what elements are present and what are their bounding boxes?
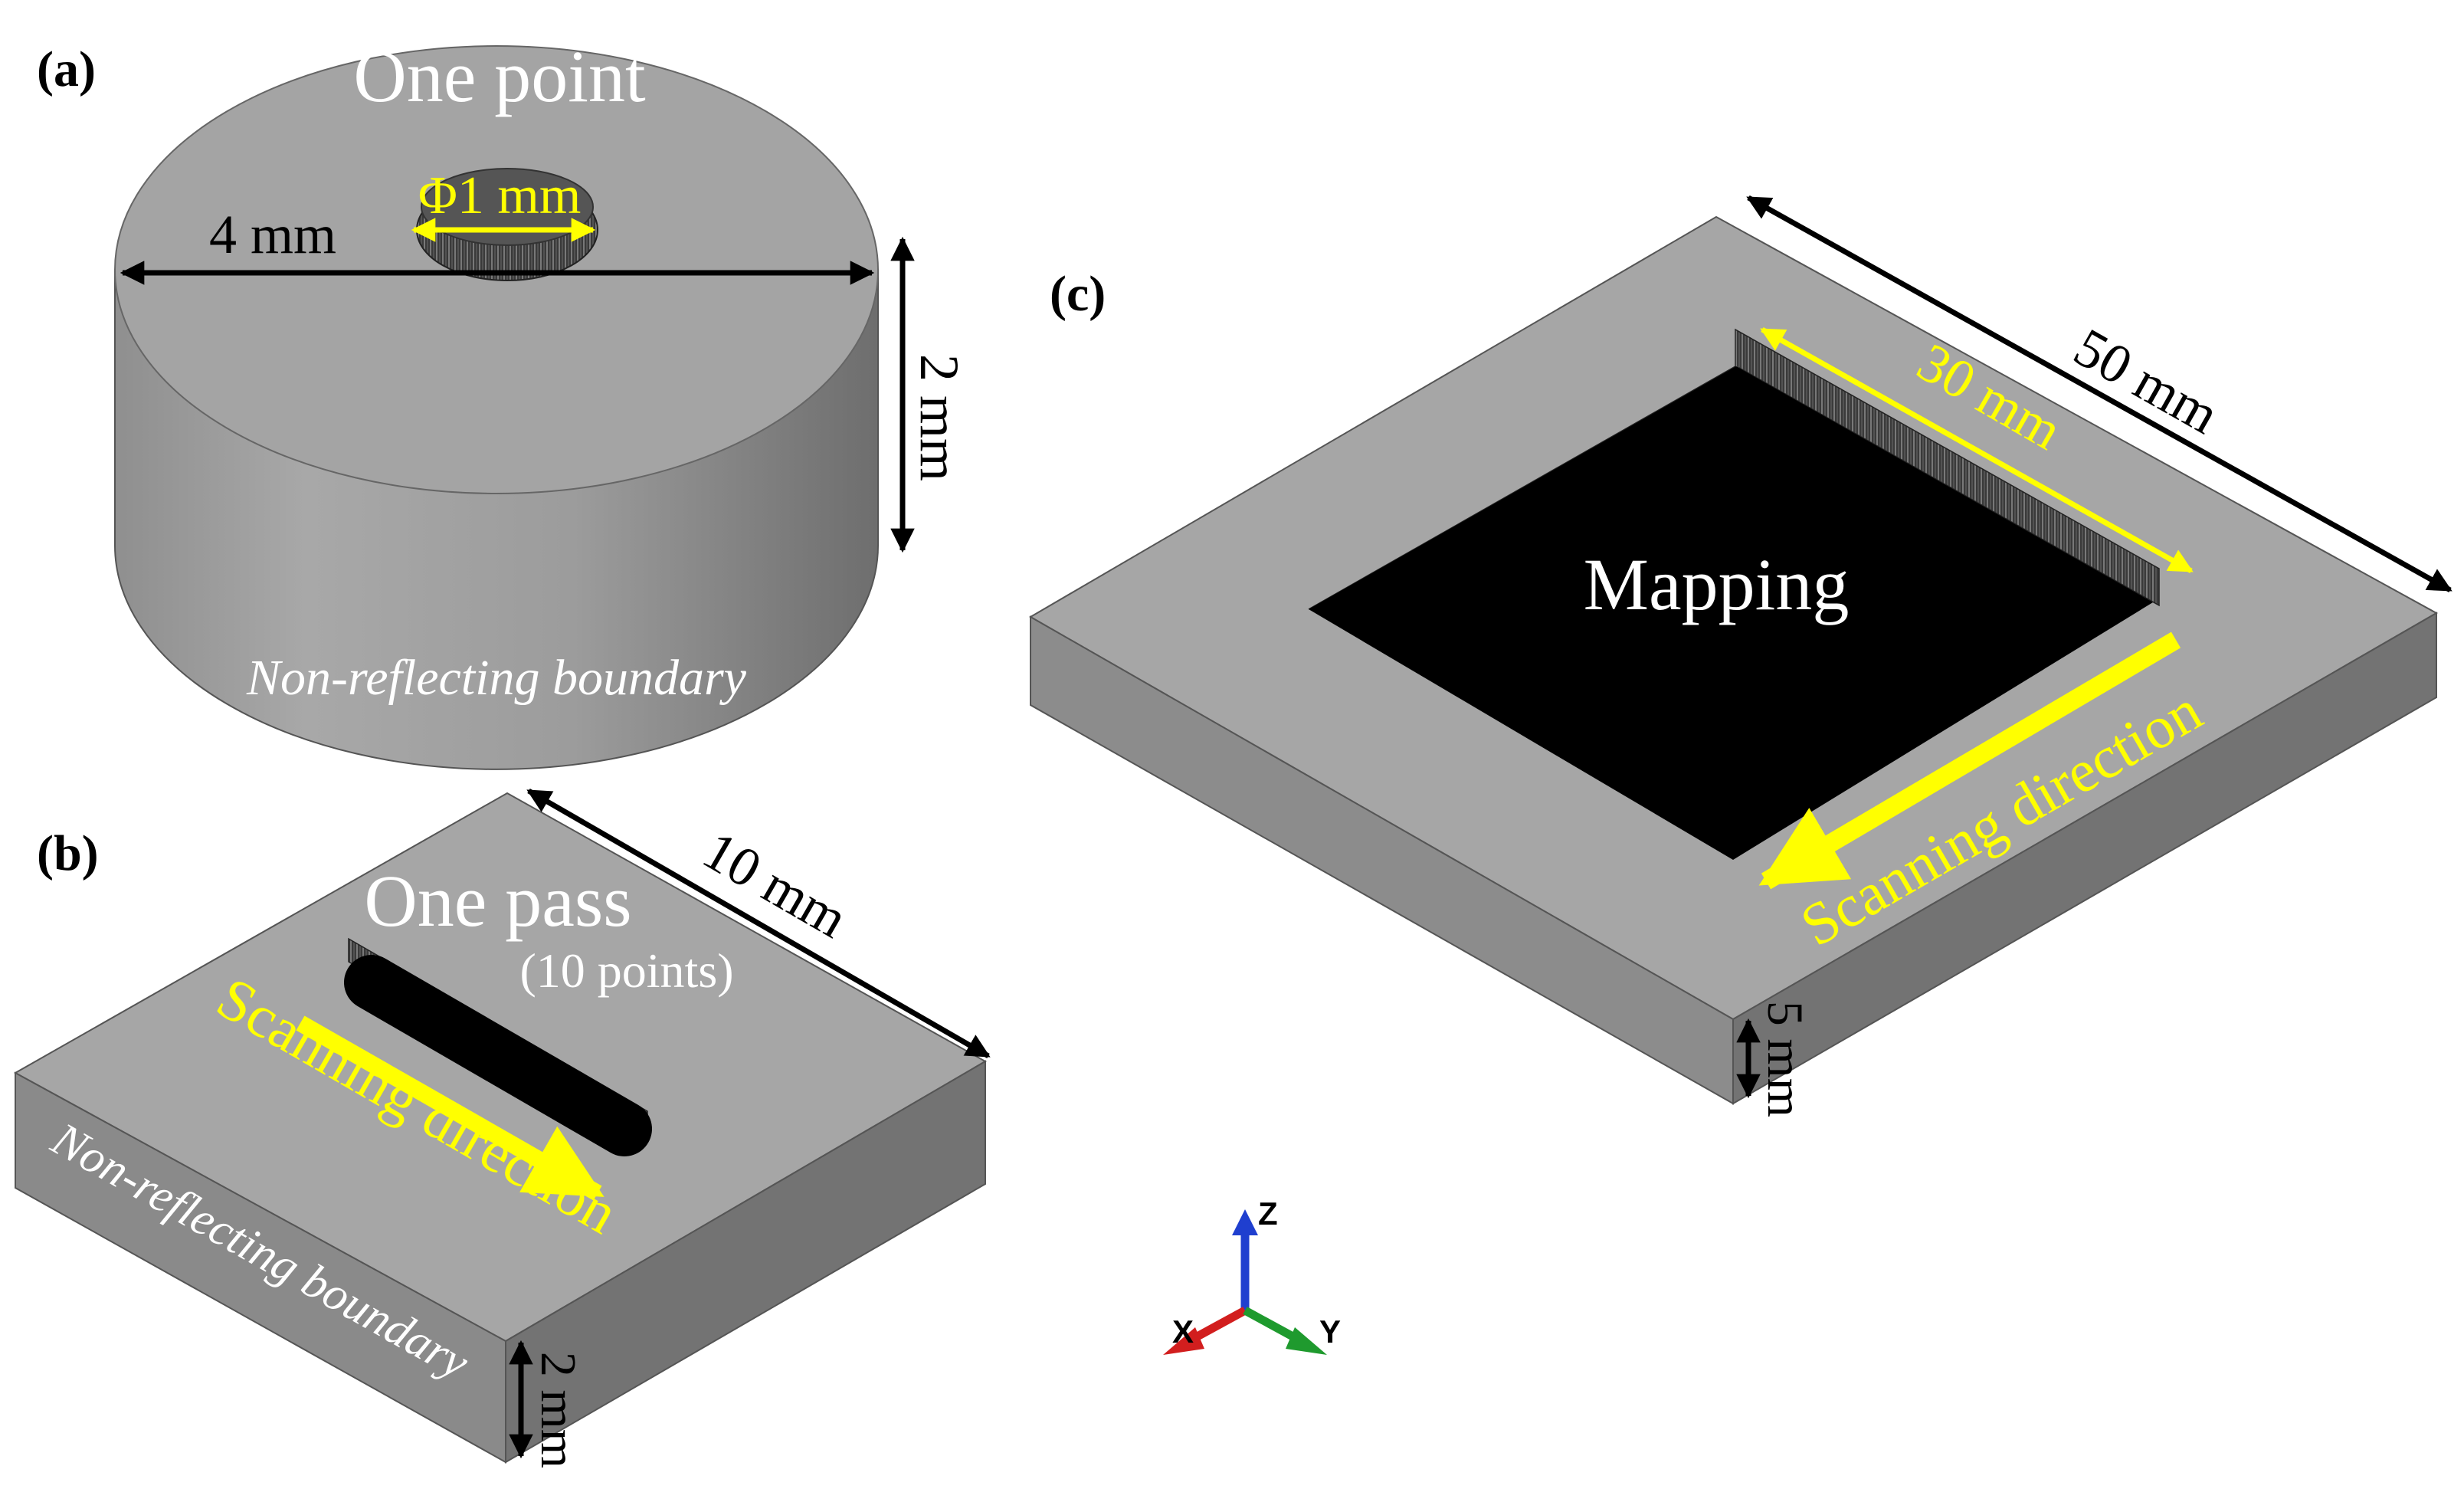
x-axis-label: X <box>1172 1314 1194 1350</box>
thickness-label-b: 2 mm <box>530 1352 586 1468</box>
panel-c-label: (c) <box>1050 266 1106 322</box>
z-axis-head <box>1232 1209 1258 1235</box>
panel-c: (c) Mapping 30 mm 50 mm Scanning directi… <box>1029 195 2453 1117</box>
outer-size-arrow-c <box>1746 195 2453 593</box>
y-axis-head <box>1286 1327 1327 1355</box>
panel-a-label: (a) <box>37 41 96 97</box>
y-axis-label: Y <box>1319 1314 1341 1350</box>
plate-b-side <box>505 1060 986 1464</box>
panel-b-title: One pass <box>364 860 631 942</box>
plate-c-side <box>1732 612 2437 1105</box>
panel-b-subtitle: (10 points) <box>519 943 733 998</box>
spot-diameter-label: Φ1 mm <box>418 166 582 225</box>
diameter-label: 4 mm <box>209 204 336 265</box>
x-axis-head <box>1163 1327 1204 1355</box>
z-axis-label: Z <box>1258 1195 1278 1232</box>
thickness-label-c: 5 mm <box>1757 1001 1813 1117</box>
panel-a-title: One point <box>353 35 646 117</box>
scan-direction-arrow-b <box>296 1015 605 1201</box>
scan-track <box>344 955 652 1156</box>
scan-direction-arrow-c <box>1758 631 2181 890</box>
height-label: 2 mm <box>909 354 970 481</box>
panel-b-label: (b) <box>37 825 99 881</box>
panel-c-title: Mapping <box>1584 543 1850 625</box>
panel-a-boundary-label: Non-reflecting boundary <box>246 650 747 706</box>
length-arrow-b <box>526 788 991 1059</box>
coordinate-triad: Z X Y <box>1163 1195 1341 1355</box>
panel-b: (b) One pass (10 points) 10 mm Scanning … <box>13 788 991 1468</box>
panel-a: (a) One point Φ1 mm 4 mm 2 mm Non-reflec… <box>37 35 970 770</box>
